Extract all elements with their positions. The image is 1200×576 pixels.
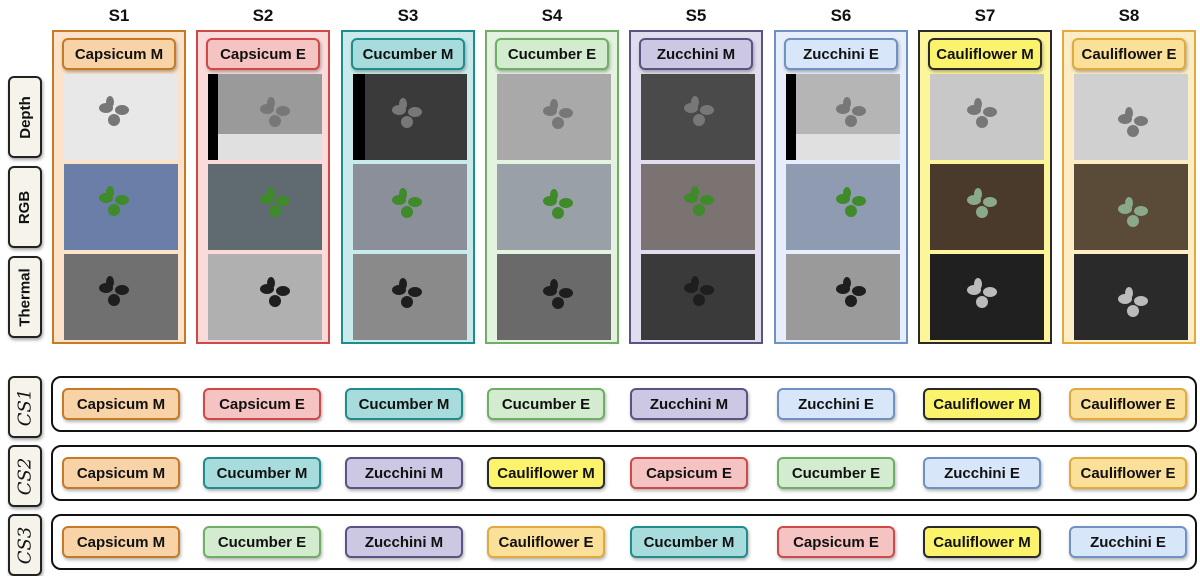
- cs3-label-text: CS3: [14, 526, 36, 564]
- depth-image-s2: [208, 74, 322, 160]
- sensor-column-s2: Capsicum E: [196, 30, 330, 344]
- crop-chip-s1: Capsicum M: [62, 38, 176, 70]
- cs3-chip-2: Cucumber E: [203, 526, 321, 558]
- thermal-image-s6: [786, 254, 900, 340]
- depth-image-s6: [786, 74, 900, 160]
- cs3-chip-4: Cauliflower E: [487, 526, 605, 558]
- cs1-chip-2: Capsicum E: [203, 388, 321, 420]
- row-label-depth: Depth: [8, 76, 42, 158]
- sensor-column-s3: Cucumber M: [341, 30, 475, 344]
- column-header-s8: S8: [1118, 6, 1140, 25]
- column-header-s7: S7: [974, 6, 996, 25]
- sensor-column-s5: Zucchini M: [629, 30, 763, 344]
- cs2-chip-8: Cauliflower E: [1069, 457, 1187, 489]
- depth-image-s3: [353, 74, 467, 160]
- cs2-chip-2: Cucumber M: [203, 457, 321, 489]
- cs1-label: CS1: [8, 376, 42, 438]
- cs3-chip-1: Capsicum M: [62, 526, 180, 558]
- cs1-chip-3: Cucumber M: [345, 388, 463, 420]
- depth-image-s5: [641, 74, 755, 160]
- crop-chip-s3: Cucumber M: [351, 38, 465, 70]
- thermal-image-s1: [64, 254, 178, 340]
- cs1-chip-1: Capsicum M: [62, 388, 180, 420]
- depth-image-s1: [64, 74, 178, 160]
- depth-image-s4: [497, 74, 611, 160]
- cs3-chip-3: Zucchini M: [345, 526, 463, 558]
- cs3-chip-8: Zucchini E: [1069, 526, 1187, 558]
- cs2-label-text: CS2: [14, 457, 36, 495]
- crop-chip-s2: Capsicum E: [206, 38, 320, 70]
- row-label-rgb-text: RGB: [16, 190, 34, 224]
- sensor-column-s8: Cauliflower E: [1062, 30, 1196, 344]
- sensor-column-s4: Cucumber E: [485, 30, 619, 344]
- cs1-chip-8: Cauliflower E: [1069, 388, 1187, 420]
- sensor-column-s1: Capsicum M: [52, 30, 186, 344]
- thermal-image-s4: [497, 254, 611, 340]
- crop-chip-s7: Cauliflower M: [928, 38, 1042, 70]
- cs1-chip-5: Zucchini M: [630, 388, 748, 420]
- cs1-chip-6: Zucchini E: [777, 388, 895, 420]
- row-label-depth-text: Depth: [16, 95, 34, 139]
- rgb-image-s8: [1074, 164, 1188, 250]
- thermal-image-s8: [1074, 254, 1188, 340]
- thermal-image-s5: [641, 254, 755, 340]
- sensor-column-s7: Cauliflower M: [918, 30, 1052, 344]
- column-header-s3: S3: [397, 6, 419, 25]
- row-label-thermal: Thermal: [8, 256, 42, 338]
- sensor-column-s6: Zucchini E: [774, 30, 908, 344]
- cs2-chip-1: Capsicum M: [62, 457, 180, 489]
- cs2-chip-4: Cauliflower M: [487, 457, 605, 489]
- rgb-image-s5: [641, 164, 755, 250]
- crop-chip-s8: Cauliflower E: [1072, 38, 1186, 70]
- rgb-image-s4: [497, 164, 611, 250]
- cs1-chip-7: Cauliflower M: [923, 388, 1041, 420]
- depth-image-s8: [1074, 74, 1188, 160]
- cs2-chip-6: Cucumber E: [777, 457, 895, 489]
- cs3-label: CS3: [8, 514, 42, 576]
- cs2-chip-5: Capsicum E: [630, 457, 748, 489]
- cs1-chip-4: Cucumber E: [487, 388, 605, 420]
- rgb-image-s6: [786, 164, 900, 250]
- column-header-s1: S1: [108, 6, 130, 25]
- cs1-label-text: CS1: [14, 388, 36, 426]
- rgb-image-s7: [930, 164, 1044, 250]
- crop-chip-s4: Cucumber E: [495, 38, 609, 70]
- column-header-s6: S6: [830, 6, 852, 25]
- cs3-chip-6: Capsicum E: [777, 526, 895, 558]
- crop-chip-s6: Zucchini E: [784, 38, 898, 70]
- row-label-thermal-text: Thermal: [16, 267, 34, 327]
- depth-image-s7: [930, 74, 1044, 160]
- cs3-chip-5: Cucumber M: [630, 526, 748, 558]
- column-header-s5: S5: [685, 6, 707, 25]
- cs2-label: CS2: [8, 445, 42, 507]
- cs2-chip-3: Zucchini M: [345, 457, 463, 489]
- thermal-image-s7: [930, 254, 1044, 340]
- row-label-rgb: RGB: [8, 166, 42, 248]
- rgb-image-s2: [208, 164, 322, 250]
- rgb-image-s3: [353, 164, 467, 250]
- cs2-chip-7: Zucchini E: [923, 457, 1041, 489]
- crop-chip-s5: Zucchini M: [639, 38, 753, 70]
- cs3-chip-7: Cauliflower M: [923, 526, 1041, 558]
- column-header-s2: S2: [252, 6, 274, 25]
- column-header-s4: S4: [541, 6, 563, 25]
- thermal-image-s2: [208, 254, 322, 340]
- rgb-image-s1: [64, 164, 178, 250]
- thermal-image-s3: [353, 254, 467, 340]
